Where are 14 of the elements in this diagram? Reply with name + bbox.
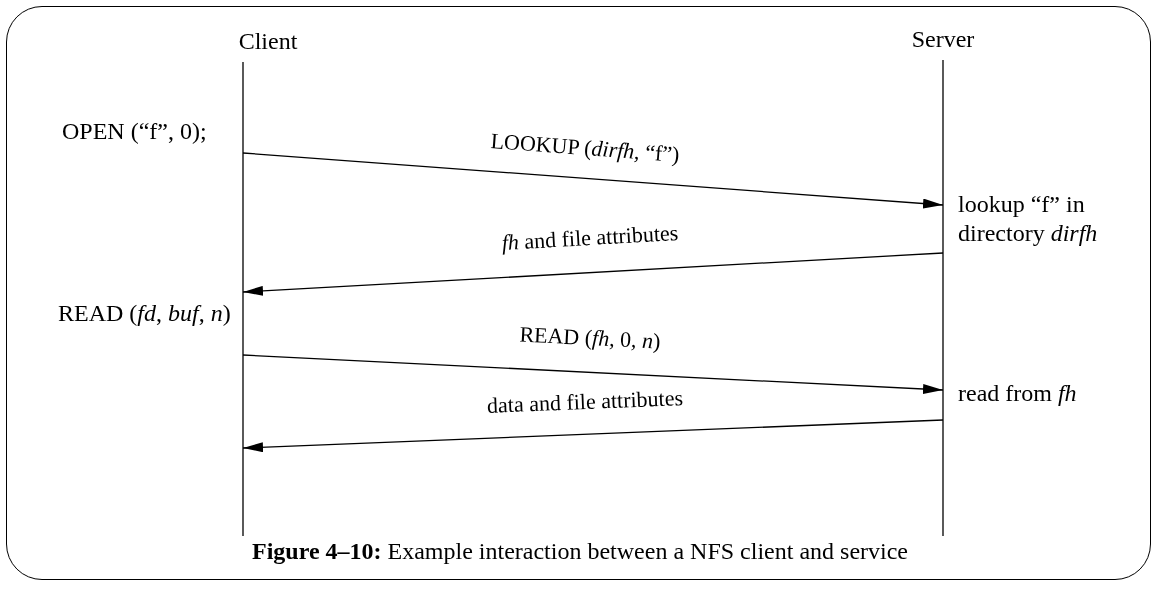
arrow	[242, 252, 944, 296]
note-text: lookup “f” in directory dirfh	[958, 190, 1099, 248]
arrow	[242, 354, 944, 394]
call-text: OPEN (“f”, 0);	[62, 118, 207, 145]
lifeline-title: Server	[910, 26, 976, 53]
call-text: READ (fd, buf, n)	[58, 300, 231, 327]
edge-label: LOOKUP (dirfh, “f”)	[489, 127, 681, 169]
arrow	[242, 419, 944, 453]
edge-label: READ (fh, 0, n)	[518, 321, 662, 355]
edge-label: data and file attributes	[486, 385, 684, 419]
note-text: read from fh	[958, 380, 1077, 407]
edge-label: fh and file attributes	[501, 219, 679, 257]
lifeline-title: Client	[237, 28, 299, 55]
arrow	[242, 152, 944, 209]
